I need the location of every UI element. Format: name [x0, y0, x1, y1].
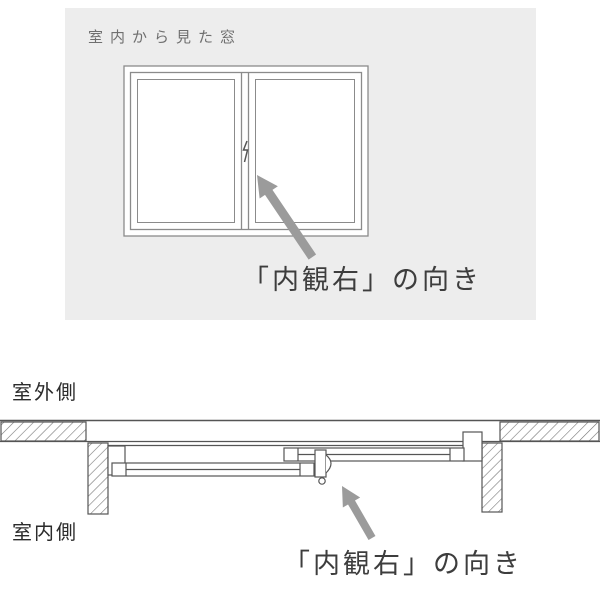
- outdoor-side-label: 室外側: [12, 380, 78, 404]
- bottom-direction-arrow-icon: [342, 486, 376, 540]
- wall-hatch-right-side: [481, 442, 503, 513]
- indoor-side-label: 室内側: [12, 520, 78, 544]
- horizontal-section-drawing: [0, 419, 600, 515]
- frame-jamb-left: [107, 445, 126, 476]
- panel-caption: 室内から見た窓: [88, 28, 243, 46]
- top-arrow-label: 「内観右」の向き: [242, 265, 482, 296]
- wall-hatch-right-top: [499, 421, 600, 442]
- wall-hatch-left-side: [87, 442, 109, 515]
- wall-hatch-left-top: [0, 421, 87, 442]
- frame-jamb-right: [462, 431, 483, 462]
- bottom-arrow-label: 「内観右」の向き: [283, 549, 523, 580]
- outdoor-sash-section: [283, 447, 465, 462]
- crescent-lock-icon: [314, 449, 332, 485]
- indoor-sash-section: [111, 462, 315, 477]
